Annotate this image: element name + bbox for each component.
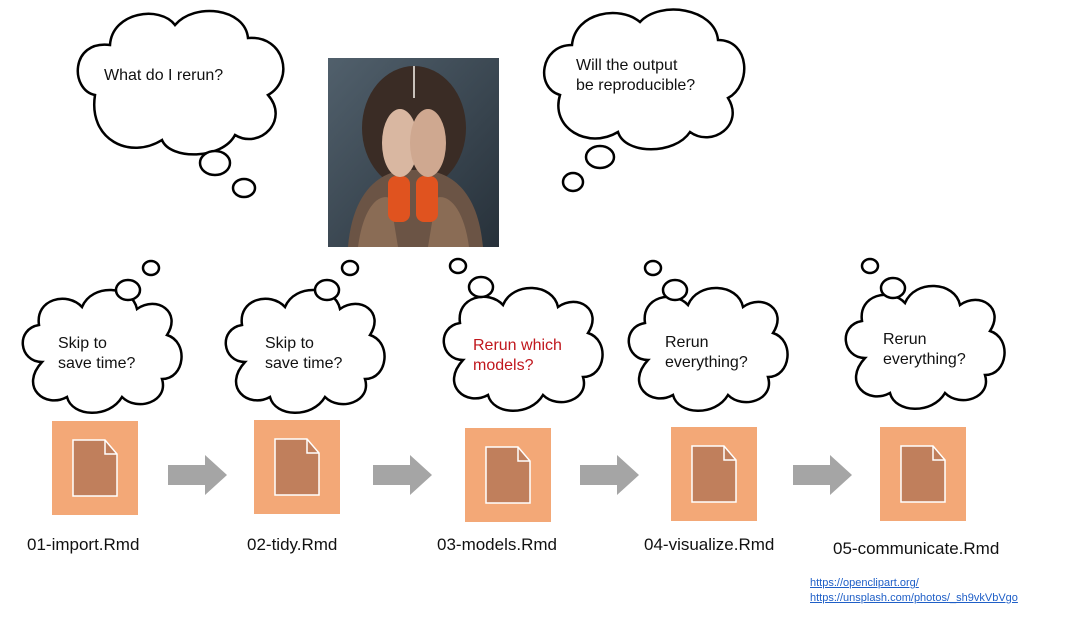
file-tile-2: [254, 420, 340, 514]
thought-line: Will the output: [576, 57, 678, 74]
thought-line: everything?: [883, 351, 966, 368]
stressed-person-photo: [328, 58, 499, 247]
thought-text-step-1: Skip to save time?: [58, 334, 135, 374]
credit-link-unsplash[interactable]: https://unsplash.com/photos/_sh9vkVbVgo: [810, 591, 1018, 604]
thought-cloud-step-3: [442, 257, 604, 413]
thought-text-step-4: Rerun everything?: [665, 333, 748, 373]
thought-text-top-left: What do I rerun?: [104, 66, 223, 86]
thought-text-step-5: Rerun everything?: [883, 330, 966, 370]
thought-cloud-step-2: [224, 259, 386, 415]
arrow-right-icon: [580, 455, 639, 495]
file-tile-3: [465, 428, 551, 522]
thought-line: everything?: [665, 354, 748, 371]
thought-cloud-top-right: [542, 8, 746, 193]
thought-line: be reproducible?: [576, 77, 696, 94]
file-label-1: 01-import.Rmd: [27, 535, 140, 554]
thought-line: Skip to: [265, 335, 314, 352]
arrow-right-icon: [793, 455, 852, 495]
credit-link-openclipart[interactable]: https://openclipart.org/: [810, 577, 919, 589]
thought-line: models?: [473, 357, 534, 374]
thought-text-top-right: Will the output be reproducible?: [576, 56, 695, 96]
arrow-right-icon: [168, 455, 227, 495]
thought-line: Rerun: [665, 334, 709, 351]
arrow-right-icon: [373, 455, 432, 495]
file-tile-5: [880, 427, 966, 521]
file-tile-4: [671, 427, 757, 521]
image-credits: https://openclipart.org/ https://unsplas…: [810, 576, 1018, 606]
thought-line: Rerun: [883, 331, 927, 348]
thought-text-step-3: Rerun which models?: [473, 336, 562, 376]
thought-line: save time?: [265, 355, 343, 372]
file-tile-1: [52, 421, 138, 515]
thought-text-step-2: Skip to save time?: [265, 334, 342, 374]
file-label-4: 04-visualize.Rmd: [644, 535, 775, 554]
file-label-2: 02-tidy.Rmd: [247, 535, 338, 554]
thought-cloud-top-left: [76, 9, 285, 199]
thought-cloud-step-4: [627, 259, 789, 413]
file-label-5: 05-communicate.Rmd: [833, 539, 1000, 558]
thought-line: save time?: [58, 355, 136, 372]
thought-line: What do I rerun?: [104, 67, 224, 84]
thought-cloud-step-1: [21, 259, 183, 415]
thought-line: Rerun which: [473, 337, 562, 354]
thought-line: Skip to: [58, 335, 107, 352]
file-label-3: 03-models.Rmd: [437, 535, 557, 554]
thought-cloud-step-5: [844, 257, 1006, 411]
